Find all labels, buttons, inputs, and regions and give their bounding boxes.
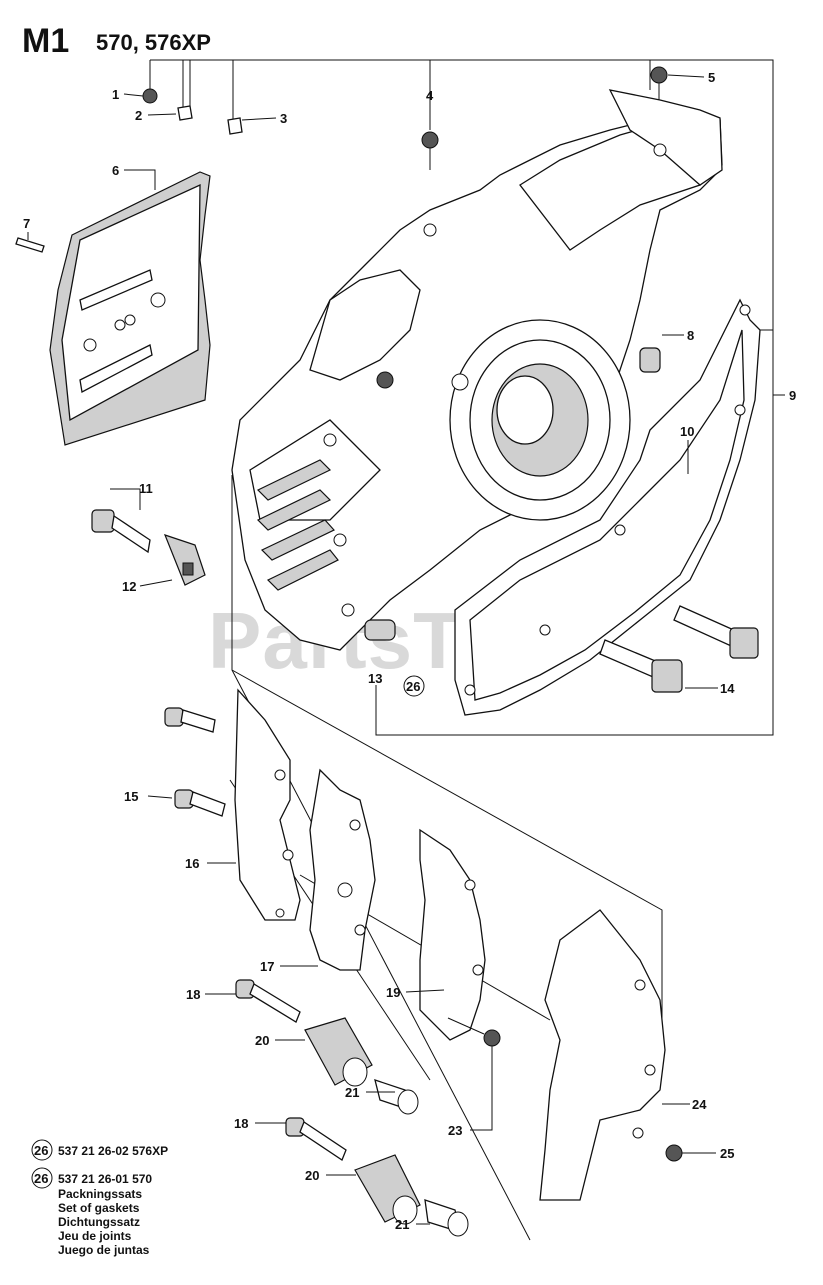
legend-name-es: Juego de juntas [58,1243,150,1257]
part-24-plate [539,909,666,1201]
callout-13: 13 [368,671,382,686]
part-1-nut [142,88,158,104]
part-23-nut [447,1017,501,1047]
callout-21-upper: 21 [345,1085,359,1100]
part-12-clip [163,534,206,586]
part-18-bolt-lower [285,1117,347,1161]
part-21-bushing-upper [374,1079,419,1115]
callout-8: 8 [687,328,694,343]
legend-kit-number-2: 26 [34,1171,48,1186]
part-19-plate [419,828,486,1041]
callout-21-lower: 21 [395,1217,409,1232]
callout-26: 26 [406,679,420,694]
callout-12: 12 [122,579,136,594]
model-list: 570, 576XP [96,30,211,55]
callout-11: 11 [139,481,153,496]
part-4-screw [421,131,439,170]
callout-20-upper: 20 [255,1033,269,1048]
callout-24: 24 [692,1097,707,1112]
part-17-plate [309,768,376,971]
callout-19: 19 [386,985,400,1000]
part-15-bolts [164,707,226,817]
part-20-spacer-lower [354,1154,421,1225]
kit-circle-26 [403,675,425,697]
legend-name-de: Dichtungssatz [58,1215,140,1229]
callout-1: 1 [112,87,119,102]
part-3-stud [227,117,243,135]
part-14-bolts [599,605,759,693]
legend-name-fr: Jeu de joints [58,1229,132,1243]
callout-10: 10 [680,424,694,439]
legend-name-en: Set of gaskets [58,1201,140,1215]
callout-14: 14 [720,681,735,696]
part-5-screw [650,66,668,100]
part-21-bushing-lower [424,1199,469,1237]
legend-line-2: 537 21 26-01 570 [58,1172,152,1186]
part-7-screw [15,237,45,253]
callout-labels: 1 2 3 4 5 6 7 8 9 10 11 12 13 14 15 16 1… [23,70,796,1232]
part-11-bolt [91,509,151,554]
callout-6: 6 [112,163,119,178]
callout-9: 9 [789,388,796,403]
callout-5: 5 [708,70,715,85]
callout-25: 25 [720,1146,734,1161]
crankcase [231,89,723,651]
callout-15: 15 [124,789,138,804]
legend-kit-number-1: 26 [34,1143,48,1158]
legend-name-sv: Packningssats [58,1187,142,1201]
legend-line-1: 537 21 26-02 576XP [58,1144,168,1158]
callout-23: 23 [448,1123,462,1138]
part-25-nut [665,1144,683,1162]
callout-18-lower: 18 [234,1116,248,1131]
section-code: M1 [22,22,69,60]
part-20-spacer-upper [304,1017,373,1087]
part-2-pin [177,105,193,121]
callout-leaders [27,74,785,1225]
callout-2: 2 [135,108,142,123]
callout-7: 7 [23,216,30,231]
part-8-sleeve [639,347,661,373]
callout-3: 3 [280,111,287,126]
kit-legend: 26 537 21 26-02 576XP 26 537 21 26-01 57… [31,1139,168,1257]
callout-18-upper: 18 [186,987,200,1002]
callout-17: 17 [260,959,274,974]
callout-20-lower: 20 [305,1168,319,1183]
legend-kit-symbol-1 [31,1139,53,1161]
callout-16: 16 [185,856,199,871]
part-16-plate [234,688,301,921]
part-13-sleeve [364,619,396,641]
part-18-bolt-upper [235,979,301,1023]
part-9-gasket [454,298,761,716]
part-6-chain-guard-plate [49,171,211,446]
callout-4: 4 [426,88,434,103]
legend-kit-symbol-2 [31,1167,53,1189]
